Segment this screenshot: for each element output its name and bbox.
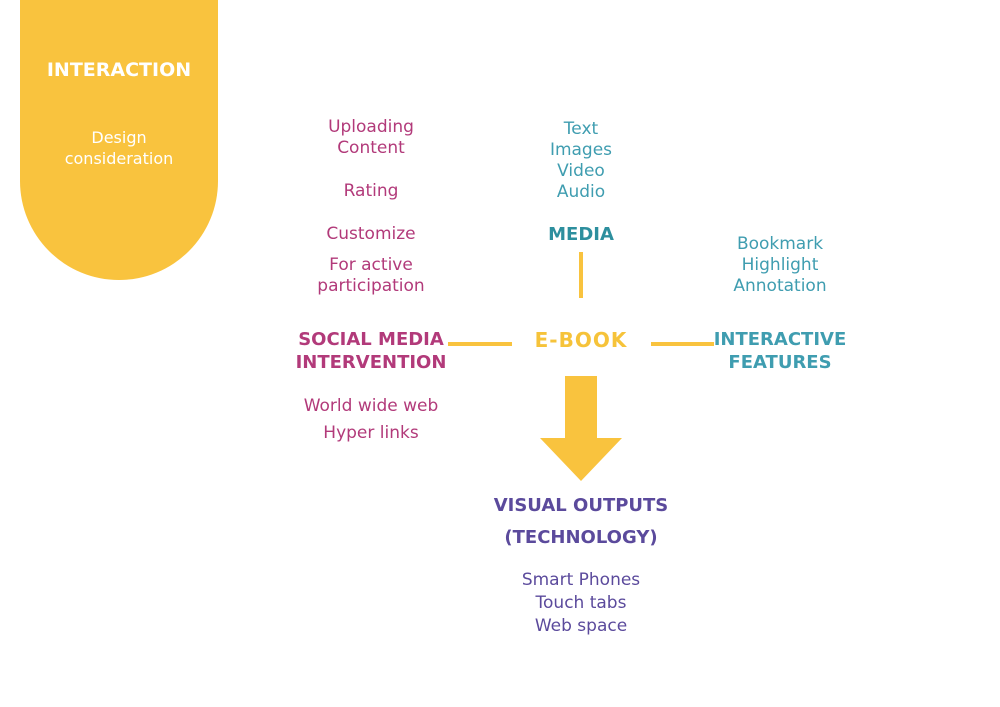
interactive-features-list: Bookmark Highlight Annotation bbox=[700, 234, 860, 297]
social-media-title: SOCIAL MEDIA INTERVENTION bbox=[290, 328, 452, 374]
active-participation-label: For active participation bbox=[290, 255, 452, 297]
sidebar-subtitle: Design consideration bbox=[20, 127, 218, 169]
media-item-text: Text bbox=[563, 119, 599, 139]
media-item-audio: Audio bbox=[556, 182, 606, 202]
interactive-item-bookmark: Bookmark bbox=[736, 234, 824, 254]
hyper-links-label: Hyper links bbox=[323, 423, 419, 443]
visual-outputs-title-line-1: VISUAL OUTPUTS bbox=[493, 495, 669, 516]
interactive-title-line-2: FEATURES bbox=[728, 352, 832, 373]
world-wide-web-label: World wide web bbox=[303, 396, 439, 416]
rating-label: Rating bbox=[343, 181, 399, 201]
media-item-video: Video bbox=[557, 161, 605, 181]
interaction-tab bbox=[20, 0, 218, 280]
ebook-center-label: E-BOOK bbox=[534, 328, 628, 352]
down-arrow-icon bbox=[540, 376, 622, 481]
uploading-content-label: Uploading Content bbox=[290, 117, 452, 159]
sidebar-subtitle-line-2: consideration bbox=[64, 149, 174, 168]
interactive-title-line-1: INTERACTIVE bbox=[713, 329, 847, 350]
visual-item-web-space: Web space bbox=[534, 616, 628, 636]
visual-outputs-list: Smart Phones Touch tabs Web space bbox=[470, 569, 692, 638]
active-line-2: participation bbox=[317, 276, 425, 296]
interactive-item-highlight: Highlight bbox=[741, 255, 819, 275]
active-line-1: For active bbox=[329, 255, 413, 275]
interactive-connector bbox=[651, 342, 714, 346]
media-item-images: Images bbox=[549, 140, 613, 160]
interactive-features-title: INTERACTIVE FEATURES bbox=[700, 328, 860, 374]
media-connector bbox=[579, 252, 583, 298]
uploading-line-2: Content bbox=[337, 138, 405, 158]
down-arrow-shape bbox=[540, 376, 622, 481]
customize-label: Customize bbox=[326, 224, 416, 244]
social-title-line-1: SOCIAL MEDIA bbox=[298, 329, 444, 350]
visual-item-smart-phones: Smart Phones bbox=[521, 570, 641, 590]
uploading-line-1: Uploading bbox=[328, 117, 414, 137]
sidebar-title: INTERACTION bbox=[46, 59, 192, 81]
social-connector bbox=[448, 342, 512, 346]
sidebar-subtitle-line-1: Design bbox=[91, 128, 147, 147]
visual-item-touch-tabs: Touch tabs bbox=[535, 593, 627, 613]
interactive-item-annotation: Annotation bbox=[733, 276, 827, 296]
media-list: Text Images Video Audio bbox=[510, 119, 652, 203]
social-title-line-2: INTERVENTION bbox=[295, 352, 447, 373]
visual-outputs-title-line-2: (TECHNOLOGY) bbox=[504, 527, 658, 548]
media-title: MEDIA bbox=[548, 224, 614, 245]
